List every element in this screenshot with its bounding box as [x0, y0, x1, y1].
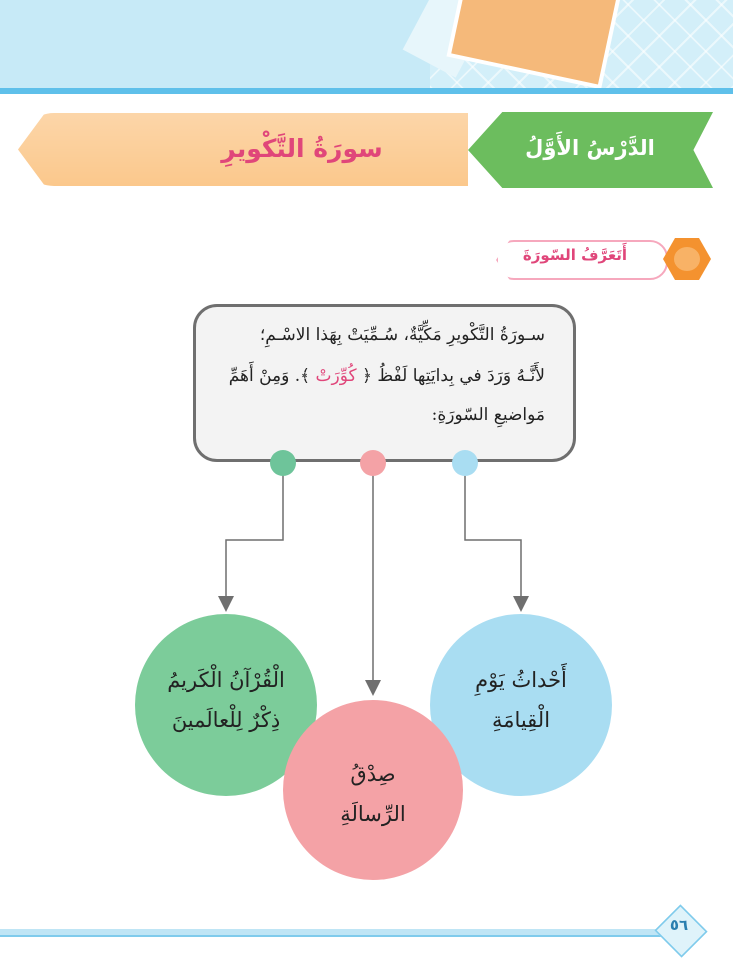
page-number: ٥٦: [669, 916, 689, 934]
info-line-2-end: ﴾. وَمِنْ أَهَمِّ: [228, 366, 311, 386]
connector-left: [225, 472, 284, 598]
topic-circle-message: [283, 700, 463, 880]
lesson-label: الدَّرْسُ الأَوَّلُ: [525, 136, 655, 160]
arrowhead-center: [365, 680, 381, 696]
info-line-3: مَواضيعِ السّورَةِ:: [431, 405, 545, 425]
connector-right: [464, 472, 522, 598]
topic-line: الْقِيامَةِ: [491, 708, 551, 732]
dot-blue: [452, 450, 478, 476]
highlighted-word: كُوِّرَتْ: [315, 366, 357, 386]
info-line-1: سـورَةُ التَّكْويرِ مَكِّيَّةٌ، سُـمِّيَ…: [259, 325, 545, 345]
lesson-banner: [468, 112, 713, 188]
topic-line: أَحْداثُ يَوْمِ: [475, 668, 567, 692]
topic-line: الْقُرْآنُ الْكَريمُ: [167, 668, 285, 692]
footer-bar-edge: [0, 935, 680, 937]
section-tag-label: أَتَعَرَّفُ السّورَةَ: [522, 246, 628, 264]
topic-circle-resurrection: [430, 614, 612, 796]
info-line-2: لأَنَّـهُ وَرَدَ في بِدايَتِها لَفْظُ ﴿ …: [205, 365, 545, 399]
dot-pink: [360, 450, 386, 476]
topic-line: ذِكْرٌ لِلْعالَمينَ: [171, 708, 281, 732]
info-line-2-start: لأَنَّـهُ وَرَدَ في بِدايَتِها لَفْظُ ﴿: [362, 366, 545, 386]
topic-text-quran: الْقُرْآنُ الْكَريمُ ذِكْرٌ لِلْعالَمينَ: [135, 660, 317, 740]
dot-green: [270, 450, 296, 476]
section-tag: [496, 240, 668, 280]
topic-line: صِدْقُ: [350, 762, 396, 786]
topic-line: الرِّسالَةِ: [340, 802, 406, 826]
surah-title-banner: [18, 113, 468, 186]
footer-bar: [0, 929, 680, 935]
topic-text-message: صِدْقُ الرِّسالَةِ: [283, 754, 463, 834]
surah-title: سورَةُ التَّكْويرِ: [221, 134, 383, 163]
arrowhead-left: [218, 596, 234, 612]
header-divider: [0, 88, 733, 94]
arrowhead-right: [513, 596, 529, 612]
flower-icon-center: [674, 247, 700, 271]
info-box: سـورَةُ التَّكْويرِ مَكِّيَّةٌ، سُـمِّيَ…: [193, 304, 576, 462]
topic-text-resurrection: أَحْداثُ يَوْمِ الْقِيامَةِ: [430, 660, 612, 740]
